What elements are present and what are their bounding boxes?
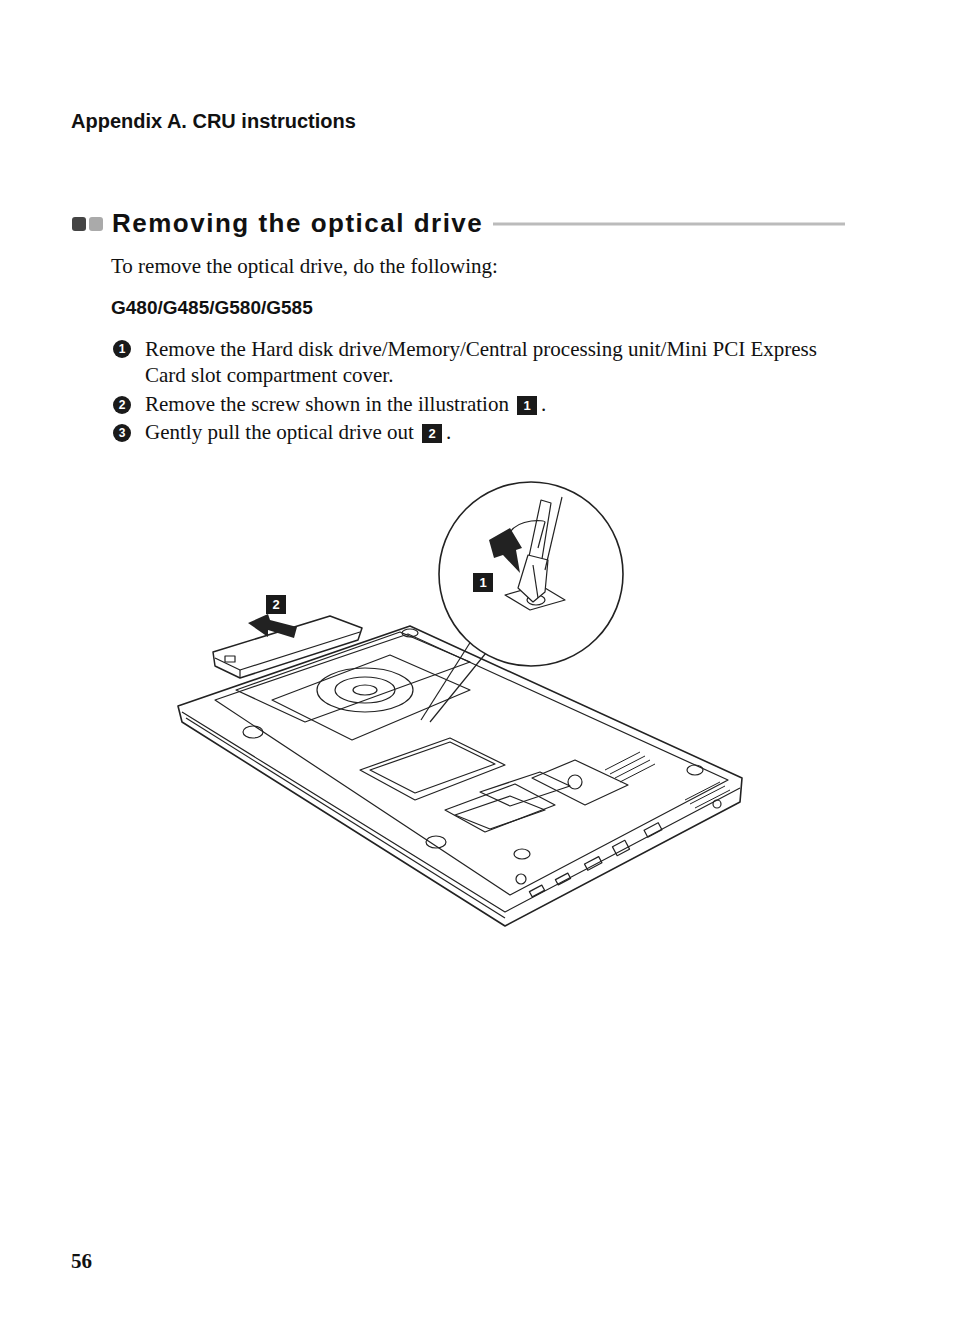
callout-number: 2 (422, 424, 442, 443)
pull-arrow (248, 614, 297, 638)
step-number: 3 (113, 424, 131, 442)
callout-number: 1 (473, 573, 493, 592)
punctuation: . (541, 391, 546, 417)
running-header: Appendix A. CRU instructions (71, 109, 356, 133)
callout-number: 2 (266, 595, 286, 614)
heading-bullet (89, 217, 103, 231)
section-heading: Removing the optical drive (112, 207, 483, 239)
model-heading: G480/G485/G580/G585 (111, 296, 313, 320)
step-text: Remove the Hard disk drive/Memory/Centra… (145, 336, 857, 388)
step-text: Gently pull the optical drive out (145, 419, 414, 445)
step-text: Remove the screw shown in the illustrati… (145, 391, 509, 417)
step-number: 1 (113, 340, 131, 358)
heading-rule (493, 223, 845, 226)
step-number: 2 (113, 396, 131, 414)
heading-bullet (72, 217, 86, 231)
punctuation: . (446, 419, 451, 445)
rotation-arrow (489, 528, 522, 573)
page-number: 56 (71, 1249, 92, 1273)
laptop-drawing (178, 482, 742, 926)
callout-number: 1 (517, 396, 537, 415)
intro-text: To remove the optical drive, do the foll… (111, 253, 498, 279)
